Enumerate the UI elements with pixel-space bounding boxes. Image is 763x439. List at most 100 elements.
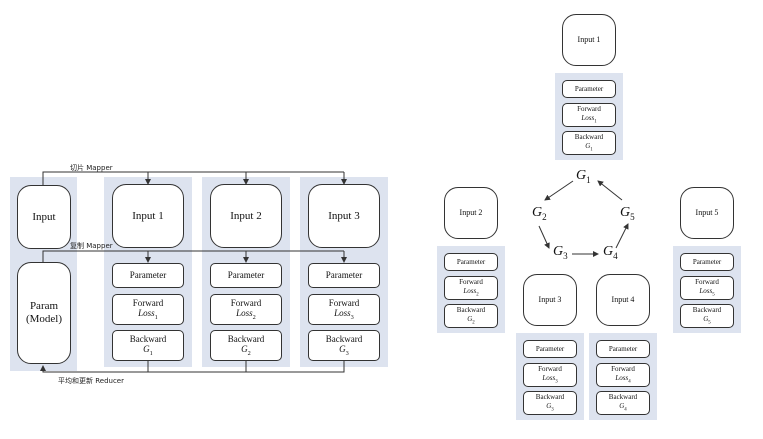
copy-mapper-label: 复制 Mapper: [70, 242, 113, 250]
backward-label: Backward: [456, 306, 486, 315]
parameter-label: Parameter: [129, 270, 167, 281]
reducer-branch-3: [246, 361, 345, 373]
backward-box: Backward G5: [680, 304, 734, 328]
forward-label: Forward: [459, 278, 483, 287]
ring-input-label: Input 2: [459, 208, 483, 218]
gradient-label: G3: [546, 401, 554, 412]
forward-label: Forward: [538, 365, 562, 374]
forward-box: Forward Loss2: [210, 294, 282, 325]
parameter-label: Parameter: [692, 257, 722, 266]
ring-input-label: Input 4: [611, 295, 635, 305]
forward-label: Forward: [611, 365, 635, 374]
parameter-label: Parameter: [608, 344, 638, 353]
worker-input-box: Input 2: [210, 184, 282, 248]
forward-box: Forward Loss1: [112, 294, 184, 325]
parameter-box: Parameter: [444, 253, 498, 271]
backward-label: Backward: [692, 306, 722, 315]
backward-box: Backward G3: [308, 330, 380, 361]
ring-arrow-5-1: [597, 180, 623, 201]
loss-label: Loss3: [542, 373, 558, 384]
gradient-label: G2: [241, 344, 251, 357]
ring-arrow-4-5: [615, 223, 629, 249]
backward-label: Backward: [325, 333, 363, 344]
ring-input-label: Input 3: [538, 295, 562, 305]
loss-label: Loss3: [334, 308, 354, 321]
gradient-label: G1: [585, 141, 593, 152]
parameter-label: Parameter: [535, 344, 565, 353]
ring-input-box: Input 3: [523, 274, 577, 326]
model-label: (Model): [25, 313, 63, 325]
reducer-line: [40, 361, 149, 373]
split-mapper-label: 切片 Mapper: [70, 164, 113, 172]
loss-label: Loss4: [615, 373, 631, 384]
parameter-label: Parameter: [456, 257, 486, 266]
ring-gradient-label-3: G3: [553, 244, 568, 261]
input-box: Input: [17, 185, 71, 249]
forward-box: Forward Loss3: [308, 294, 380, 325]
ring-gradient-label-5: G5: [620, 205, 635, 222]
backward-label: Backward: [227, 333, 265, 344]
parameter-label: Parameter: [574, 84, 604, 93]
backward-label: Backward: [608, 393, 638, 402]
forward-label: Forward: [230, 297, 262, 308]
ring-arrow-1-2: [544, 180, 574, 201]
backward-box: Backward G1: [112, 330, 184, 361]
gradient-label: G3: [339, 344, 349, 357]
parameter-label: Parameter: [227, 270, 265, 281]
loss-label: Loss5: [699, 286, 715, 297]
backward-label: Backward: [574, 133, 604, 142]
backward-box: Backward G4: [596, 391, 650, 415]
param-label: Param: [29, 300, 59, 313]
forward-box: Forward Loss5: [680, 276, 734, 300]
forward-label: Forward: [132, 297, 164, 308]
reducer-branch-2: [148, 361, 247, 373]
parameter-box: Parameter: [523, 340, 577, 358]
parameter-box: Parameter: [596, 340, 650, 358]
forward-label: Forward: [695, 278, 719, 287]
worker-input-label: Input 3: [328, 209, 360, 222]
forward-box: Forward Loss1: [562, 103, 616, 127]
parameter-box: Parameter: [562, 80, 616, 98]
loss-label: Loss1: [581, 113, 597, 124]
loss-label: Loss2: [463, 286, 479, 297]
ring-input-box: Input 4: [596, 274, 650, 326]
forward-box: Forward Loss2: [444, 276, 498, 300]
parameter-box: Parameter: [680, 253, 734, 271]
input-label: Input: [32, 210, 56, 223]
backward-box: Backward G2: [444, 304, 498, 328]
ring-gradient-label-4: G4: [603, 244, 618, 261]
parameter-label: Parameter: [325, 270, 363, 281]
backward-box: Backward G3: [523, 391, 577, 415]
ring-input-label: Input 1: [577, 35, 601, 45]
ring-input-box: Input 5: [680, 187, 734, 239]
forward-label: Forward: [577, 105, 601, 114]
loss-label: Loss2: [236, 308, 256, 321]
backward-label: Backward: [535, 393, 565, 402]
ring-gradient-label-1: G1: [576, 168, 591, 185]
backward-box: Backward G2: [210, 330, 282, 361]
worker-input-label: Input 1: [132, 209, 164, 222]
backward-box: Backward G1: [562, 131, 616, 155]
ring-input-label: Input 5: [695, 208, 719, 218]
parameter-box: Parameter: [308, 263, 380, 288]
loss-label: Loss1: [138, 308, 158, 321]
forward-box: Forward Loss3: [523, 363, 577, 387]
gradient-label: G5: [703, 314, 711, 325]
ring-gradient-label-2: G2: [532, 205, 547, 222]
split-mapper-line: [42, 171, 344, 185]
reducer-label: 平均和更新 Reducer: [58, 377, 124, 385]
gradient-label: G2: [467, 314, 475, 325]
worker-input-box: Input 3: [308, 184, 380, 248]
copy-mapper-line: [42, 250, 344, 262]
ring-arrow-2-3: [538, 225, 550, 249]
forward-box: Forward Loss4: [596, 363, 650, 387]
forward-label: Forward: [328, 297, 360, 308]
gradient-label: G4: [619, 401, 627, 412]
ring-input-box: Input 1: [562, 14, 616, 66]
param-model-box: Param (Model): [17, 262, 71, 364]
parameter-box: Parameter: [210, 263, 282, 288]
worker-input-label: Input 2: [230, 209, 262, 222]
gradient-label: G1: [143, 344, 153, 357]
